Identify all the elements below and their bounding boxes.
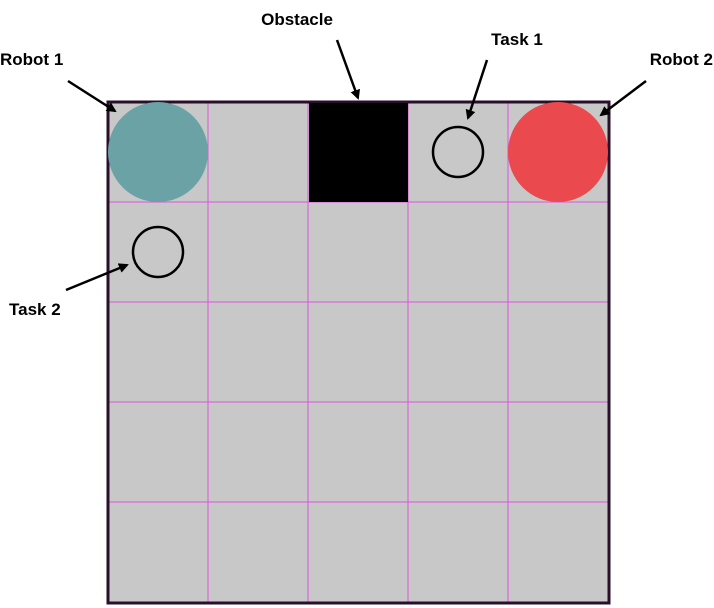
robot-2-arrow xyxy=(599,80,647,117)
robot-1-marker xyxy=(108,102,208,202)
task-2-marker xyxy=(131,225,185,279)
task-1-marker xyxy=(431,125,485,179)
grid-cell xyxy=(408,402,508,502)
grid-cell xyxy=(308,302,408,402)
grid-cell xyxy=(408,102,508,202)
task-2-label: Task 2 xyxy=(9,300,61,319)
grid-cell xyxy=(508,402,608,502)
robot-2-marker xyxy=(508,102,608,202)
grid-cell xyxy=(508,202,608,302)
grid-cell xyxy=(508,302,608,402)
obstacle-cell xyxy=(309,103,408,202)
task-1-arrow xyxy=(465,59,489,120)
grid-cell xyxy=(208,502,308,602)
grid-cell xyxy=(408,202,508,302)
grid-cell xyxy=(108,502,208,602)
grid-cell xyxy=(408,502,508,602)
robot-1-label: Robot 1 xyxy=(0,50,63,69)
robot-1-arrow xyxy=(67,79,117,113)
robot-2-label: Robot 2 xyxy=(650,50,713,69)
grid-cell xyxy=(108,402,208,502)
grid-cell xyxy=(408,302,508,402)
grid-cell xyxy=(108,202,208,302)
grid-cell xyxy=(308,502,408,602)
grid-cell xyxy=(508,502,608,602)
task-1-label: Task 1 xyxy=(491,30,543,49)
grid-cell xyxy=(208,402,308,502)
grid-lines xyxy=(108,102,608,602)
grid-cell xyxy=(108,302,208,402)
task-2-arrow xyxy=(65,263,129,292)
grid-cell xyxy=(208,202,308,302)
grid-cell xyxy=(208,102,308,202)
grid-cell xyxy=(308,202,408,302)
obstacle-arrow xyxy=(335,39,360,100)
grid-border xyxy=(106,100,611,605)
grid-cell xyxy=(208,302,308,402)
grid-cell xyxy=(308,402,408,502)
obstacle-label: Obstacle xyxy=(261,10,333,29)
